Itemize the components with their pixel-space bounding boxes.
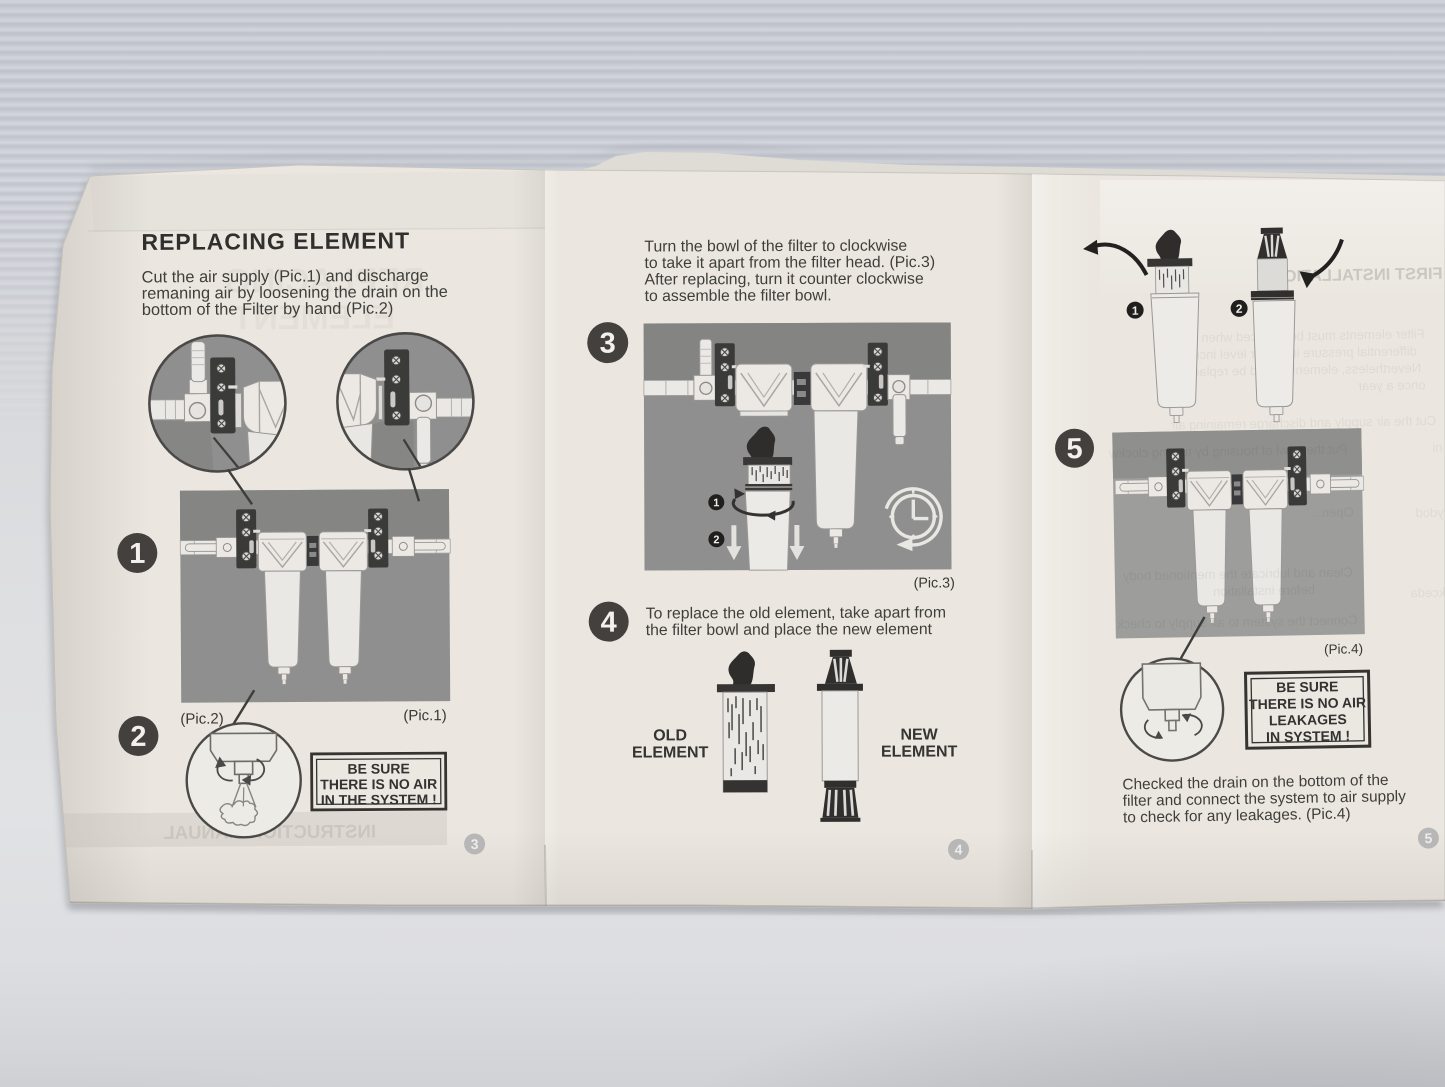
svg-text:ELEMENT: ELEMENT [632,744,709,761]
svg-text:ELEMENT: ELEMENT [881,743,958,760]
svg-text:IN SYSTEM !: IN SYSTEM ! [1266,727,1350,744]
svg-text:Filter elements must be replac: Filter elements must be replaced when th… [1180,326,1425,345]
svg-text:THERE IS NO AIR: THERE IS NO AIR [1249,694,1366,712]
svg-text:to assemble the filter bowl.: to assemble the filter bowl. [645,287,832,305]
svg-text:REPLACING ELEMENT: REPLACING ELEMENT [141,227,410,255]
svg-text:remaning air by loosening the: remaning air by loosening the drain on t… [142,283,448,303]
svg-text:once a year: once a year [1357,377,1426,393]
svg-text:before installation: before installation [1213,582,1315,599]
svg-text:1: 1 [129,538,145,570]
svg-text:(Pic.3): (Pic.3) [914,575,955,591]
svg-text:to take it apart from the filt: to take it apart from the filter head. (… [644,254,935,272]
svg-text:4: 4 [955,841,963,857]
svg-text:3: 3 [600,328,616,360]
svg-text:Open...: Open... [1311,504,1354,520]
svg-text:NEW: NEW [900,726,938,743]
svg-text:5: 5 [1066,433,1083,465]
svg-text:Put the bowl of housing by tur: Put the bowl of housing by turning clock… [1108,441,1347,460]
svg-text:bottom of the Filter by hand (: bottom of the Filter by hand (Pic.2) [142,300,394,320]
svg-text:BE SURE: BE SURE [347,760,409,776]
svg-text:ELEMENT: ELEMENT [232,298,395,337]
svg-text:Cut the air supply (Pic.1) and: Cut the air supply (Pic.1) and discharge [142,267,429,287]
svg-text:IN THE SYSTEM !: IN THE SYSTEM ! [321,791,437,808]
svg-text:(Pic.4): (Pic.4) [1324,641,1363,657]
svg-text:4: 4 [601,607,617,639]
svg-text:the filter bowl and place the: the filter bowl and place the new elemen… [646,621,933,639]
svg-text:2: 2 [713,534,719,546]
svg-text:1: 1 [713,497,719,509]
svg-text:OLD: OLD [653,727,687,744]
svg-text:To replace the old element, ta: To replace the old element, take apart f… [646,604,946,622]
svg-text:REPLACING: REPLACING [224,261,424,300]
svg-text:Checked the drain on the botto: Checked the drain on the bottom of the [1122,772,1388,794]
svg-text:Clean and lubricate the mentio: Clean and lubricate the mentioned body [1122,564,1353,583]
svg-text:2: 2 [1236,302,1243,316]
svg-text:1: 1 [1132,304,1139,318]
svg-text:After replacing, turn it count: After replacing, turn it counter clockwi… [644,271,923,289]
svg-text:THERE IS NO AIR: THERE IS NO AIR [320,776,437,793]
svg-text:Turn the bowl of the filter to: Turn the bowl of the filter to clockwise [644,238,907,256]
svg-text:2: 2 [130,721,146,753]
svg-text:to check for any leakages. (Pi: to check for any leakages. (Pic.4) [1123,805,1351,826]
svg-text:(Pic.2): (Pic.2) [180,710,223,727]
svg-text:(Pic.1): (Pic.1) [403,707,446,724]
svg-text:Connect the system to air supp: Connect the system to air supply to chec… [1116,612,1357,631]
svg-text:LEAKAGES: LEAKAGES [1269,711,1347,728]
svg-text:filter and connect the system: filter and connect the system to air sup… [1123,788,1407,810]
svg-text:kceda: kceda [1410,585,1445,601]
svg-text:BE SURE: BE SURE [1276,678,1339,695]
svg-text:ydod: ydod [1415,505,1443,520]
svg-text:5: 5 [1424,830,1432,846]
svg-text:ni: ni [1432,440,1442,455]
svg-text:Nevertheless, element should b: Nevertheless, element should be replaced [1178,360,1421,379]
svg-text:Cut the air supply and dischar: Cut the air supply and discharge remaini… [1170,413,1436,433]
svg-text:3: 3 [471,836,479,852]
